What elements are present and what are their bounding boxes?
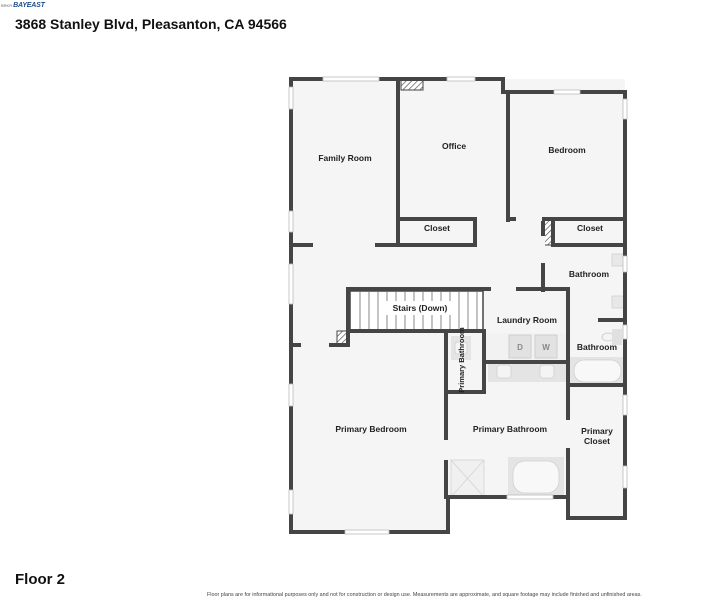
dryer-icon bbox=[508, 334, 532, 359]
room-bedroom: Bedroom bbox=[548, 145, 586, 155]
sink-icon bbox=[454, 341, 468, 355]
washer-icon bbox=[534, 334, 558, 359]
room-closet-bedroom: Closet bbox=[577, 223, 603, 233]
room-primary-closet-line1: Primary bbox=[581, 426, 613, 436]
disclaimer-text: Floor plans are for informational purpos… bbox=[207, 592, 642, 598]
toilet-tank bbox=[612, 329, 622, 345]
doorways bbox=[301, 217, 598, 460]
room-stairs: Stairs (Down) bbox=[393, 303, 448, 313]
windows bbox=[288, 76, 628, 535]
room-primary-bathroom: Primary Bathroom bbox=[473, 424, 548, 434]
brokerage-logo: BRKR BAYEAST bbox=[1, 1, 45, 9]
property-address: 3868 Stanley Blvd, Pleasanton, CA 94566 bbox=[15, 16, 287, 32]
bathtub-basin bbox=[512, 460, 560, 494]
floor-label: Floor 2 bbox=[15, 571, 66, 588]
logo-brand-text: BAYEAST bbox=[13, 1, 45, 9]
dryer-label: D bbox=[517, 343, 523, 352]
washer-label: W bbox=[542, 343, 550, 352]
logo-small-text: BRKR bbox=[1, 2, 13, 8]
room-primary-bedroom: Primary Bedroom bbox=[335, 424, 407, 434]
room-family-room: Family Room bbox=[318, 153, 372, 163]
room-office: Office bbox=[442, 141, 466, 151]
walls bbox=[289, 77, 627, 534]
room-labels: Family Room Office Bedroom Closet Closet… bbox=[318, 141, 617, 446]
room-primary-bathroom-small: Primary Bathroom bbox=[457, 327, 466, 393]
room-closet-office: Closet bbox=[424, 223, 450, 233]
fixtures: D W bbox=[450, 253, 626, 498]
room-bathroom-upper: Bathroom bbox=[569, 269, 610, 279]
room-primary-closet-line2: Closet bbox=[584, 436, 610, 446]
room-laundry: Laundry Room bbox=[497, 315, 557, 325]
stairs bbox=[349, 290, 484, 331]
room-bathroom-lower: Bathroom bbox=[577, 342, 618, 352]
sink-icon bbox=[496, 364, 512, 379]
sink-icon bbox=[539, 364, 555, 379]
bathtub-basin bbox=[573, 359, 622, 383]
